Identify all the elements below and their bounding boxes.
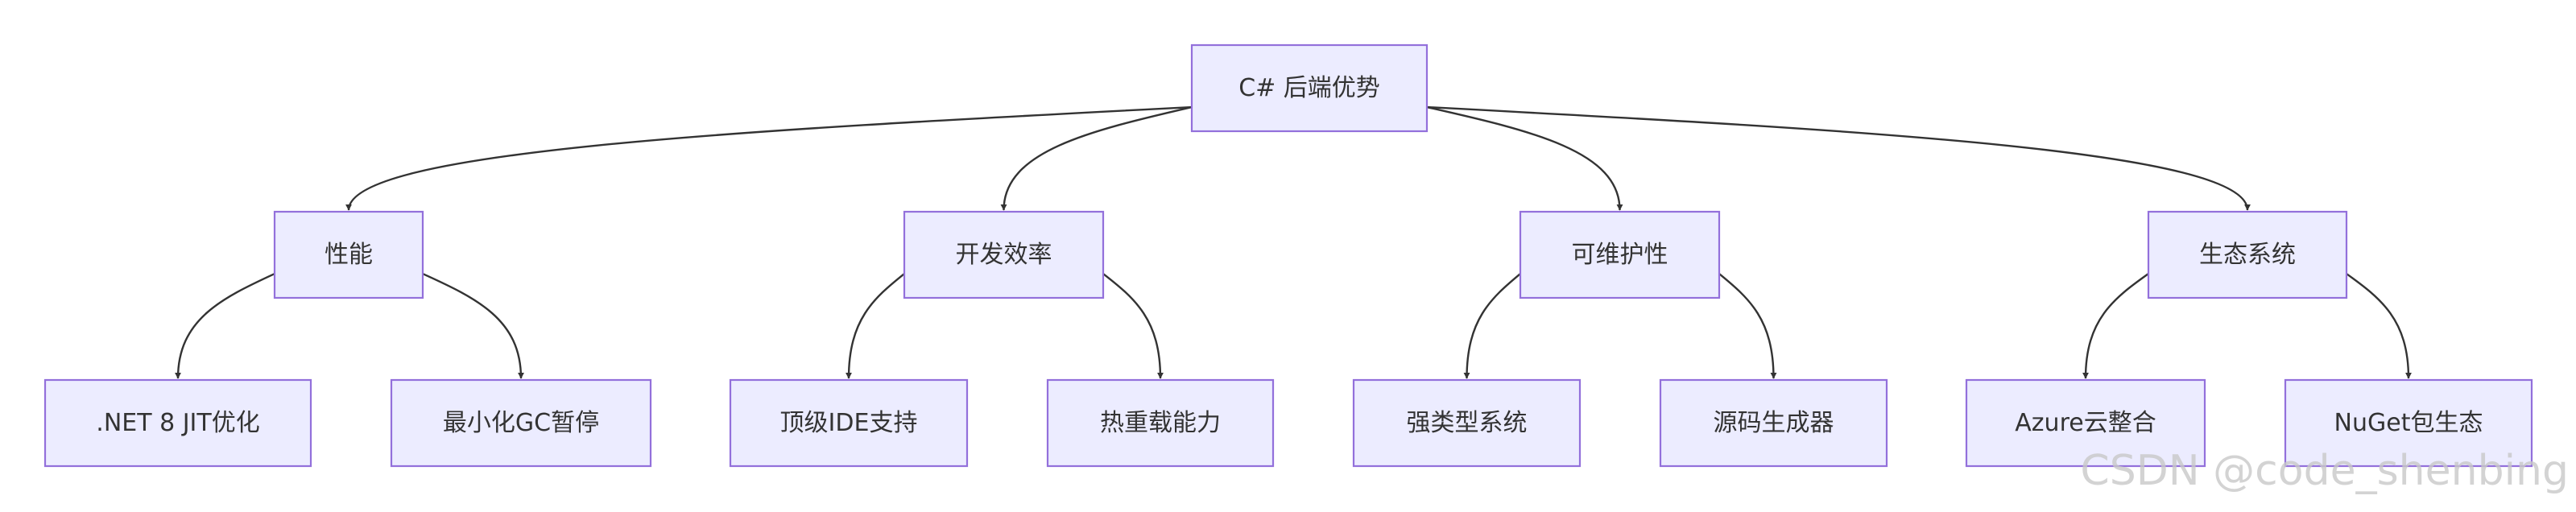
node-srcgen: 源码生成器 (1659, 378, 1888, 468)
node-dev: 开发效率 (903, 210, 1105, 299)
node-maint: 可维护性 (1519, 210, 1721, 299)
node-label-srcgen: 源码生成器 (1714, 409, 1834, 437)
edge-eco-to-azure (2082, 273, 2149, 379)
node-box-gc (390, 378, 652, 468)
node-label-root: C# 后端优势 (1238, 74, 1380, 102)
node-eco: 生态系统 (2147, 210, 2348, 299)
node-typed: 强类型系统 (1352, 378, 1582, 468)
node-box-perf (273, 210, 424, 299)
edges-layer (175, 105, 2412, 379)
edge-perf-to-gc (422, 272, 524, 379)
node-label-azure: Azure云整合 (2015, 409, 2156, 437)
node-label-jit: .NET 8 JIT优化 (96, 409, 259, 437)
node-perf: 性能 (273, 210, 424, 299)
node-box-jit (43, 378, 312, 468)
node-label-typed: 强类型系统 (1407, 409, 1528, 437)
node-jit: .NET 8 JIT优化 (43, 378, 312, 468)
edge-root-to-perf (345, 105, 1193, 211)
edge-dev-to-hot (1102, 273, 1164, 379)
node-azure: Azure云整合 (1965, 378, 2206, 468)
node-box-eco (2147, 210, 2348, 299)
node-box-typed (1352, 378, 1582, 468)
node-gc: 最小化GC暂停 (390, 378, 652, 468)
edge-root-to-maint (1426, 105, 1623, 211)
node-nuget: NuGet包生态 (2284, 378, 2533, 468)
edge-eco-to-nuget (2346, 273, 2412, 379)
node-box-ide (729, 378, 969, 468)
node-box-srcgen (1659, 378, 1888, 468)
watermark-text: CSDN @code_shenbing (2080, 447, 2569, 495)
node-label-nuget: NuGet包生态 (2334, 409, 2483, 437)
node-box-dev (903, 210, 1105, 299)
node-box-maint (1519, 210, 1721, 299)
edge-root-to-dev (1000, 105, 1193, 211)
node-label-hot: 热重载能力 (1100, 409, 1221, 437)
edge-root-to-eco (1426, 105, 2251, 211)
node-label-ide: 顶级IDE支持 (780, 409, 918, 437)
node-label-perf: 性能 (325, 241, 373, 269)
edge-perf-to-jit (175, 272, 275, 379)
node-label-dev: 开发效率 (956, 241, 1052, 269)
edge-maint-to-srcgen (1718, 273, 1777, 379)
node-hot: 热重载能力 (1046, 378, 1275, 468)
node-box-nuget (2284, 378, 2533, 468)
edge-dev-to-ide (846, 273, 905, 379)
node-box-azure (1965, 378, 2206, 468)
node-label-gc: 最小化GC暂停 (443, 409, 599, 437)
edge-maint-to-typed (1463, 273, 1521, 379)
node-label-eco: 生态系统 (2199, 241, 2296, 269)
node-box-hot (1046, 378, 1275, 468)
node-box-root (1190, 43, 1429, 133)
node-label-maint: 可维护性 (1572, 241, 1668, 269)
node-root: C# 后端优势 (1190, 43, 1429, 133)
node-ide: 顶级IDE支持 (729, 378, 969, 468)
